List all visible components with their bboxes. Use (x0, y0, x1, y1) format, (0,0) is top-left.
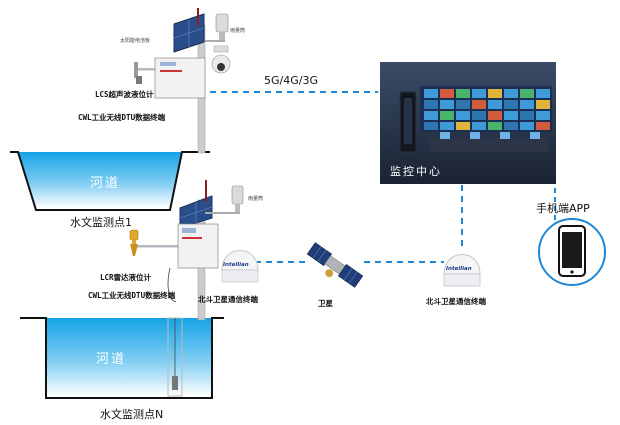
cable-n (167, 267, 177, 303)
site-1-name: 水文监测点1 (70, 216, 132, 229)
satellite-icon (306, 242, 364, 288)
river-bank-1 (10, 151, 210, 211)
solar-panel-1 (173, 13, 205, 53)
radar-level-gauge (129, 229, 139, 256)
river-label-n: 河道 (96, 352, 127, 367)
cellular-network-label: 5G/4G/3G (264, 74, 318, 87)
mobile-app-label: 手机端APP (536, 202, 590, 215)
satellite-terminal-left (221, 250, 259, 283)
rain-gauge-1 (205, 13, 229, 42)
river-water-n (46, 318, 212, 396)
dome-brand-right: Intellian (446, 266, 472, 272)
satellite-label: 卫星 (318, 299, 333, 308)
antenna-n (205, 180, 207, 202)
mobile-app (538, 218, 606, 286)
dtu-label-1: CWL工业无线DTU数据终端 (78, 113, 166, 122)
solar-panel-n (179, 195, 213, 229)
river-water-1 (18, 152, 182, 208)
mobile-ring (538, 218, 606, 286)
control-center-label: 监控中心 (390, 165, 442, 178)
river-bank-n (20, 317, 224, 399)
pressure-sensor (172, 376, 178, 390)
solar-panel-label-1: 太阳能电池板 (120, 38, 151, 44)
station-n-arm (132, 245, 198, 248)
ptz-camera-1 (211, 45, 231, 74)
control-center-image (380, 62, 556, 184)
beidou-terminal-label-right: 北斗卫星通信终端 (426, 297, 486, 306)
operator-desk (430, 138, 548, 152)
station-1 (134, 8, 231, 154)
antenna-1 (197, 8, 199, 26)
beidou-terminal-label-left: 北斗卫星通信终端 (198, 295, 258, 304)
station-1-arm-end (134, 62, 138, 78)
dtu-cabinet-n (177, 223, 219, 269)
river-channel-1 (10, 151, 210, 211)
ultrasonic-sensor-1 (136, 76, 142, 84)
dome-brand-left: Intellian (223, 262, 249, 268)
rain-gauge-n (205, 185, 244, 214)
lcs-sensor-label: LCS超声波液位计 (95, 90, 154, 99)
dtu-cabinet-1 (154, 57, 206, 99)
dtu-label-n: CWL工业无线DTU数据终端 (88, 291, 176, 300)
station-n (129, 180, 244, 397)
river-label-1: 河道 (90, 176, 121, 191)
rain-gauge-label-1: 雨量筒 (230, 28, 246, 34)
lcr-sensor-label: LCR雷达液位计 (100, 273, 152, 282)
satellite-terminal-right (443, 254, 481, 287)
river-channel-n (20, 317, 224, 399)
rain-gauge-label-n: 雨量筒 (248, 196, 264, 202)
video-wall-tiles (424, 89, 550, 130)
site-n-name: 水文监测点N (100, 408, 164, 421)
